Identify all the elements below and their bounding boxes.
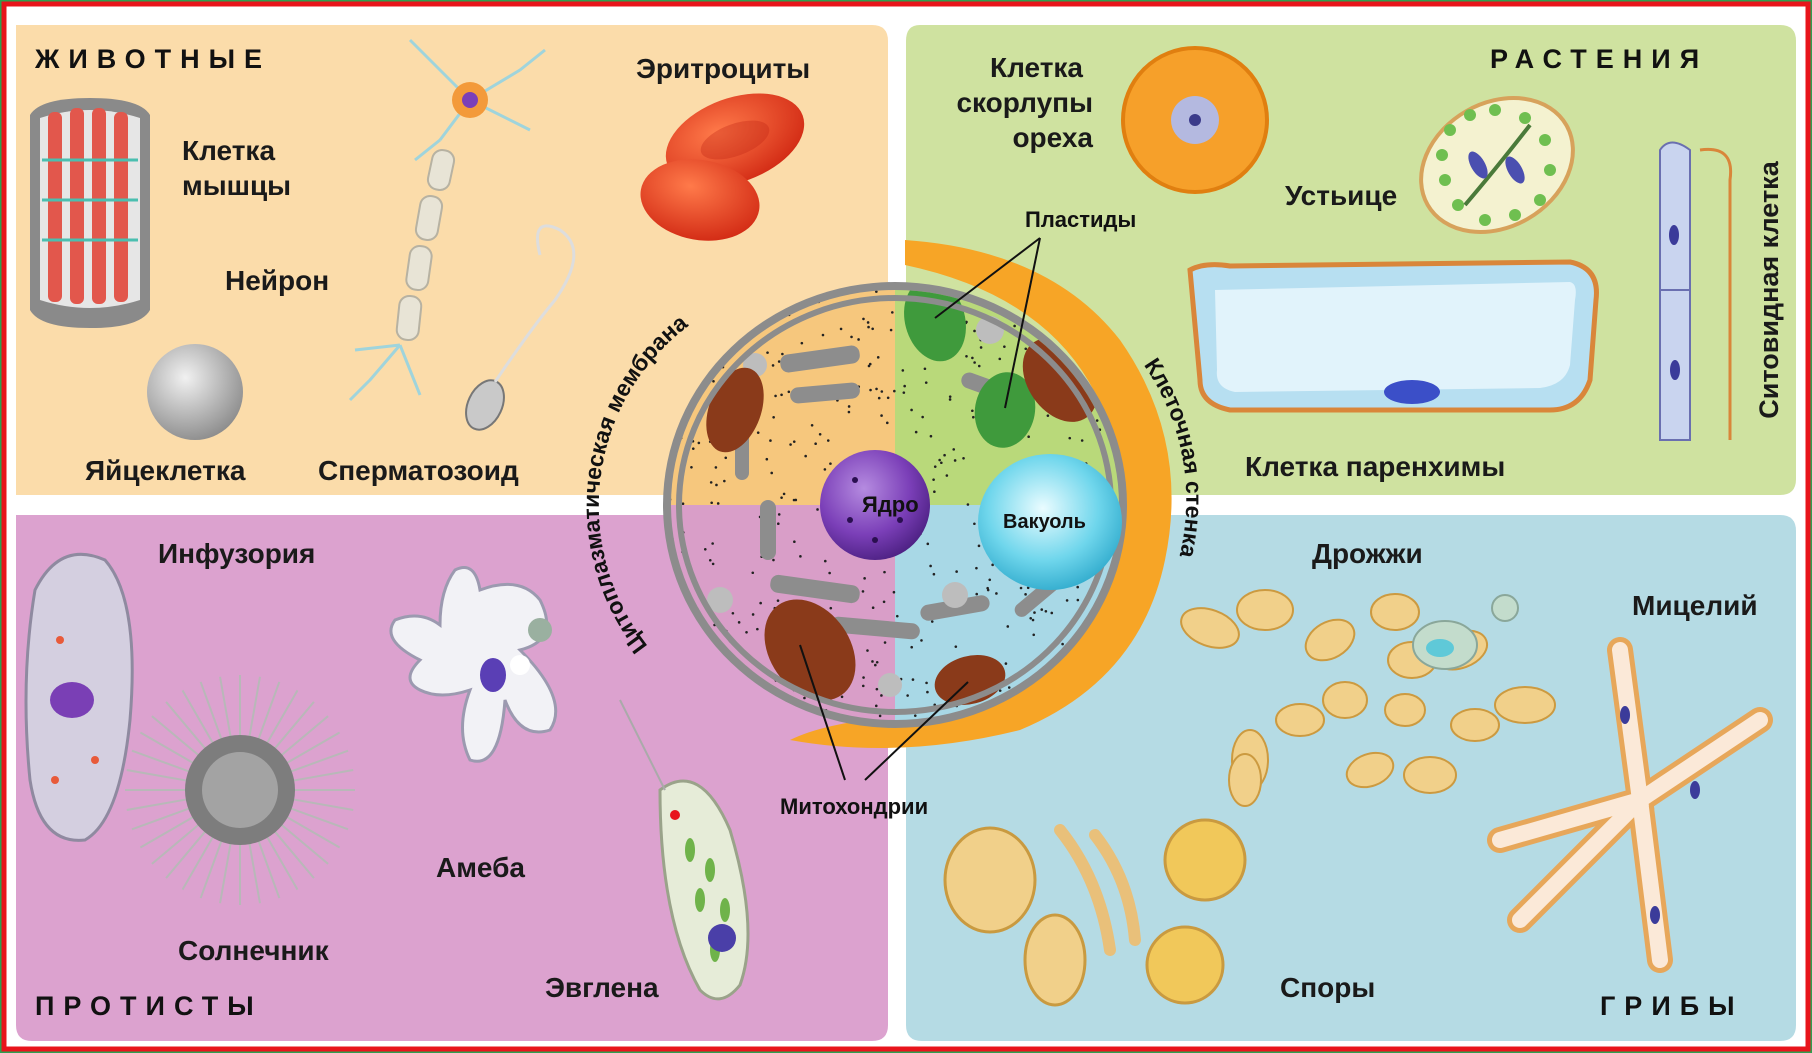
label-euglena: Эвглена [545,972,659,1003]
label-nut-shell-2: скорлупы [956,87,1093,118]
label-parenchyma: Клетка паренхимы [1245,451,1505,482]
label-spores: Споры [1280,972,1375,1003]
section-title-plants: РАСТЕНИЯ [1490,44,1708,74]
label-nucleus: Ядро [862,492,919,517]
label-sperm: Сперматозоид [318,455,519,486]
section-title-animals: ЖИВОТНЫЕ [34,44,271,74]
label-amoeba: Амеба [436,852,525,883]
label-nut-shell-3: ореха [1012,122,1093,153]
label-erythrocytes: Эритроциты [636,53,810,84]
section-title-fungi: ГРИБЫ [1600,991,1744,1021]
parenchyma-cell-illustration [1190,262,1596,410]
label-infusoria: Инфузория [158,538,315,569]
label-mitochondria: Митохондрии [780,794,928,819]
label-plastids: Пластиды [1025,207,1136,232]
label-vacuole: Вакуоль [1003,511,1086,533]
label-muscle-cell-1: Клетка [182,135,275,166]
label-yeast: Дрожжи [1312,538,1423,569]
muscle-cell-illustration [30,98,150,328]
label-mycelium: Мицелий [1632,590,1758,621]
label-egg-cell: Яйцеклетка [85,455,246,486]
label-nut-shell-1: Клетка [990,52,1083,83]
label-neuron: Нейрон [225,265,329,296]
egg-cell-illustration [147,344,243,440]
label-heliozoan: Солнечник [178,935,330,966]
label-muscle-cell-2: мышцы [182,170,291,201]
section-title-protists: ПРОТИСТЫ [35,991,263,1021]
label-sieve-cell: Ситовидная клетка [1754,160,1784,418]
label-stoma: Устьице [1285,180,1397,211]
nut-shell-cell-illustration [1123,48,1267,192]
